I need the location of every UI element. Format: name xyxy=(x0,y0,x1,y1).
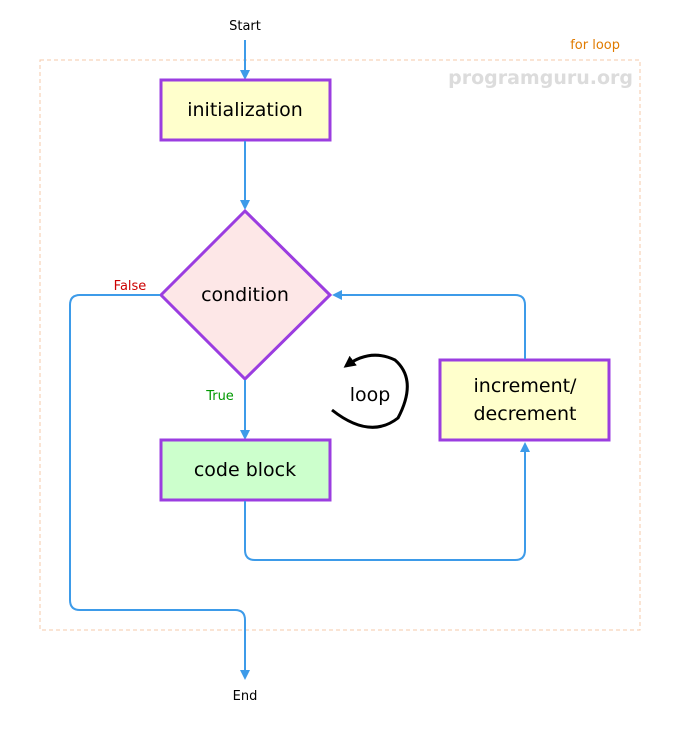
initialization-label: initialization xyxy=(187,99,303,121)
increment-label-line1: increment/ xyxy=(474,375,578,397)
increment-label-line2: decrement xyxy=(474,403,577,425)
frame-label: for loop xyxy=(570,38,620,53)
arrow-increment-to-condition xyxy=(332,290,526,359)
initialization-box xyxy=(159,78,332,142)
watermark: programguru.org xyxy=(448,67,633,89)
condition-label: condition xyxy=(201,284,289,306)
code-block-box xyxy=(159,438,332,502)
loop-curved-arrow xyxy=(331,353,409,429)
false-label: False xyxy=(114,279,147,294)
increment-decrement-box xyxy=(438,358,611,442)
code-block-label: code block xyxy=(194,459,296,481)
condition-diamond xyxy=(158,208,333,382)
end-label: End xyxy=(233,689,258,704)
arrow-code-to-increment xyxy=(244,442,530,561)
for-loop-frame xyxy=(39,59,641,631)
true-label: True xyxy=(205,389,234,404)
start-label: Start xyxy=(229,19,261,34)
loop-label: loop xyxy=(350,384,391,406)
arrow-condition-false-to-end xyxy=(69,294,250,680)
